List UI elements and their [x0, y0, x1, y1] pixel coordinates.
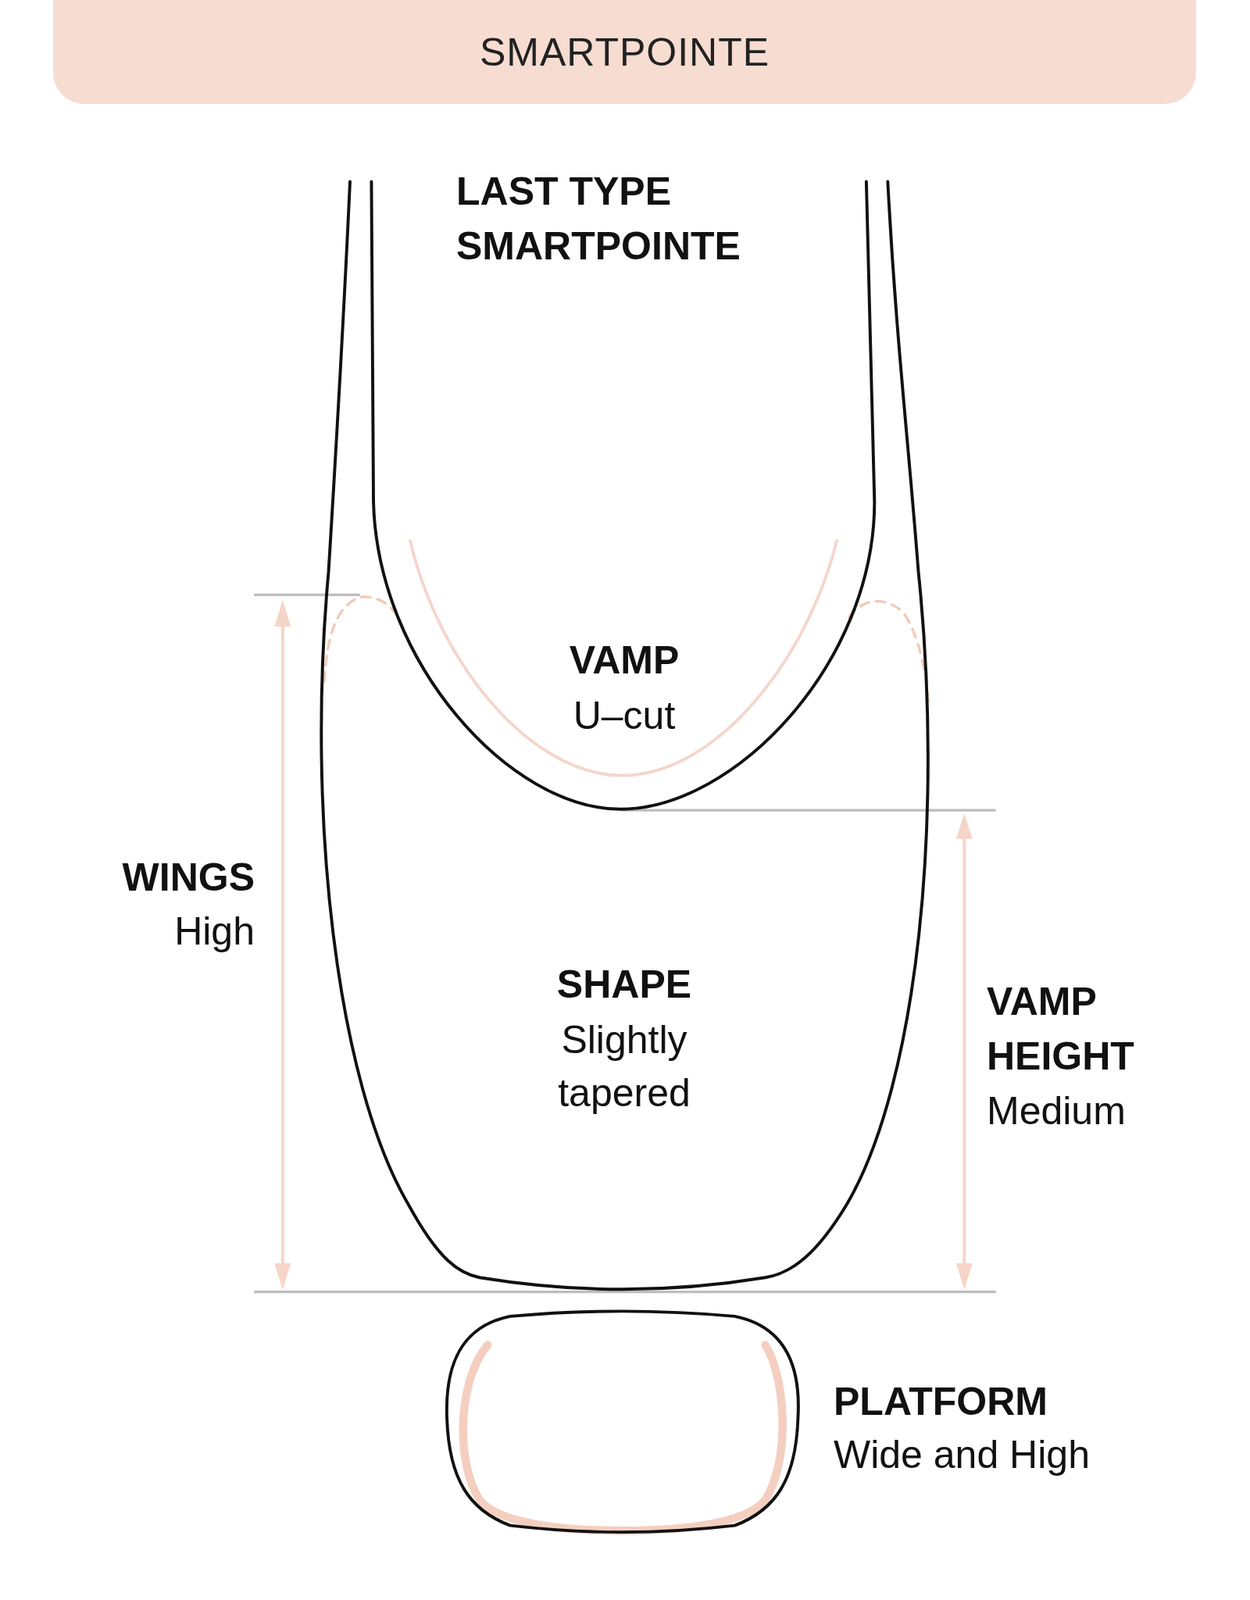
vamp-label: VAMP [467, 632, 781, 688]
platform-value: Wide and High [833, 1428, 1240, 1482]
shape-value: Slightly tapered [522, 1013, 726, 1120]
guide-line [255, 1290, 996, 1293]
vamp-value: U–cut [467, 689, 781, 743]
wing-line [324, 596, 398, 682]
guide-line [622, 808, 996, 811]
vamp-height-value: Medium [986, 1084, 1237, 1138]
vamp-lining [410, 540, 837, 775]
platform-label: PLATFORM [833, 1374, 1240, 1429]
platform-outline [446, 1310, 799, 1533]
platform-edge [463, 1344, 783, 1531]
title: SMARTPOINTE [479, 29, 770, 75]
arrow-head [956, 813, 973, 840]
wing-line [849, 601, 929, 705]
shape-label: SHAPE [467, 957, 781, 1012]
vamp-height-label: VAMP HEIGHT [986, 974, 1237, 1084]
vamp-opening [371, 181, 875, 809]
wings-value: High [20, 904, 255, 958]
vamp-height-dimension [962, 826, 966, 1276]
last-type-label: LAST TYPE SMARTPOINTE [456, 164, 824, 274]
arrow-head [274, 1263, 291, 1290]
guide-line [255, 593, 360, 597]
arrow-head [956, 1263, 973, 1290]
shoe-outline [321, 181, 929, 1290]
title-band: SMARTPOINTE [53, 0, 1197, 104]
wings-dimension [281, 612, 285, 1276]
arrow-head [274, 600, 291, 627]
wings-label: WINGS [20, 850, 255, 905]
